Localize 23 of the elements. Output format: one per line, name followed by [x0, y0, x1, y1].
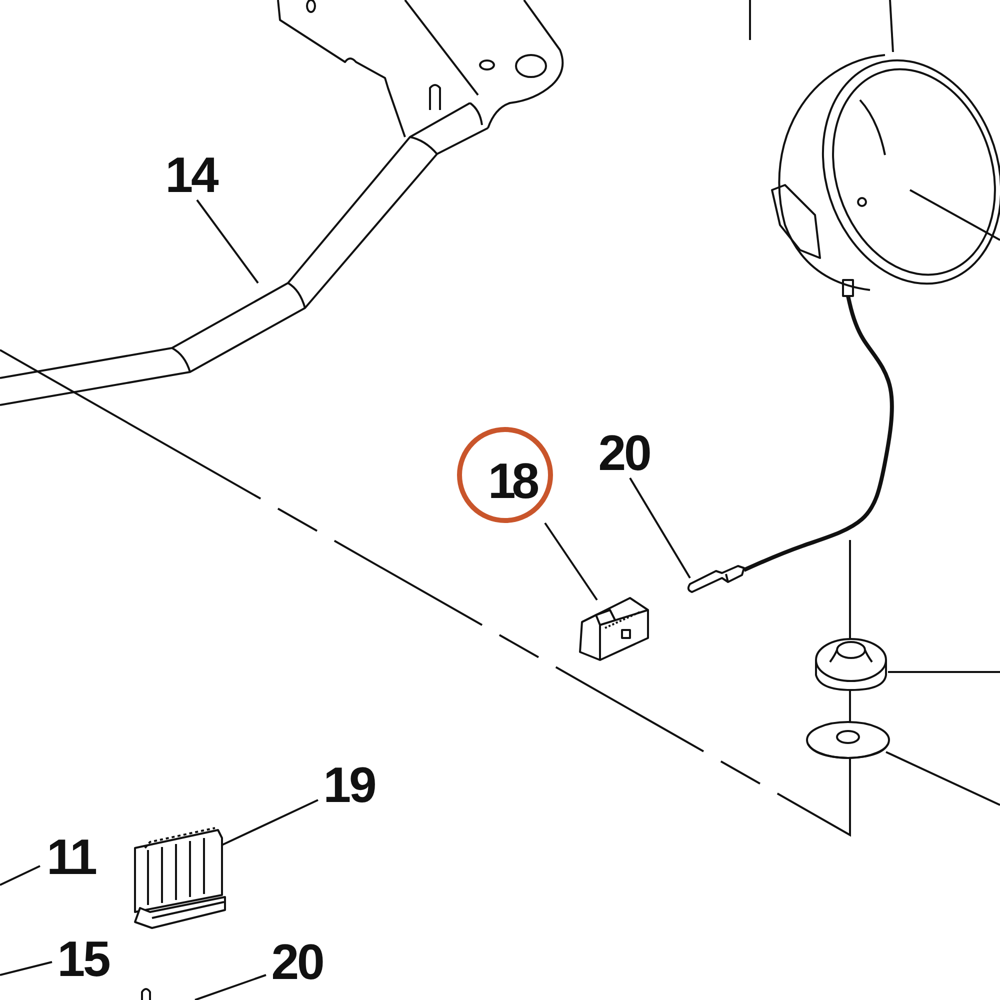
- callout-number: 20: [592, 428, 656, 478]
- leader-line: [629, 477, 691, 579]
- grommet-drawing: [814, 636, 888, 692]
- callout-number: 11: [40, 832, 102, 882]
- leader-line: [194, 974, 266, 1000]
- leader-line: [0, 961, 52, 976]
- washer-drawing: [806, 718, 890, 760]
- leader-line: [889, 0, 894, 52]
- callout-number: 19: [318, 760, 380, 810]
- leader-line: [888, 671, 1000, 673]
- leader-line: [544, 522, 598, 601]
- wire: [743, 296, 894, 572]
- callout-number: 20: [266, 937, 328, 987]
- leader-line: [910, 189, 1000, 241]
- leader-line: [196, 199, 259, 284]
- leader-line: [222, 799, 318, 846]
- connector-drawing: [576, 596, 652, 662]
- leader-line: [0, 865, 40, 886]
- highlight-circle: [457, 427, 553, 523]
- callout-number: 18: [488, 456, 536, 506]
- callout-number: 15: [52, 934, 114, 984]
- callout-number: 14: [160, 150, 222, 200]
- leader-line: [886, 751, 1000, 806]
